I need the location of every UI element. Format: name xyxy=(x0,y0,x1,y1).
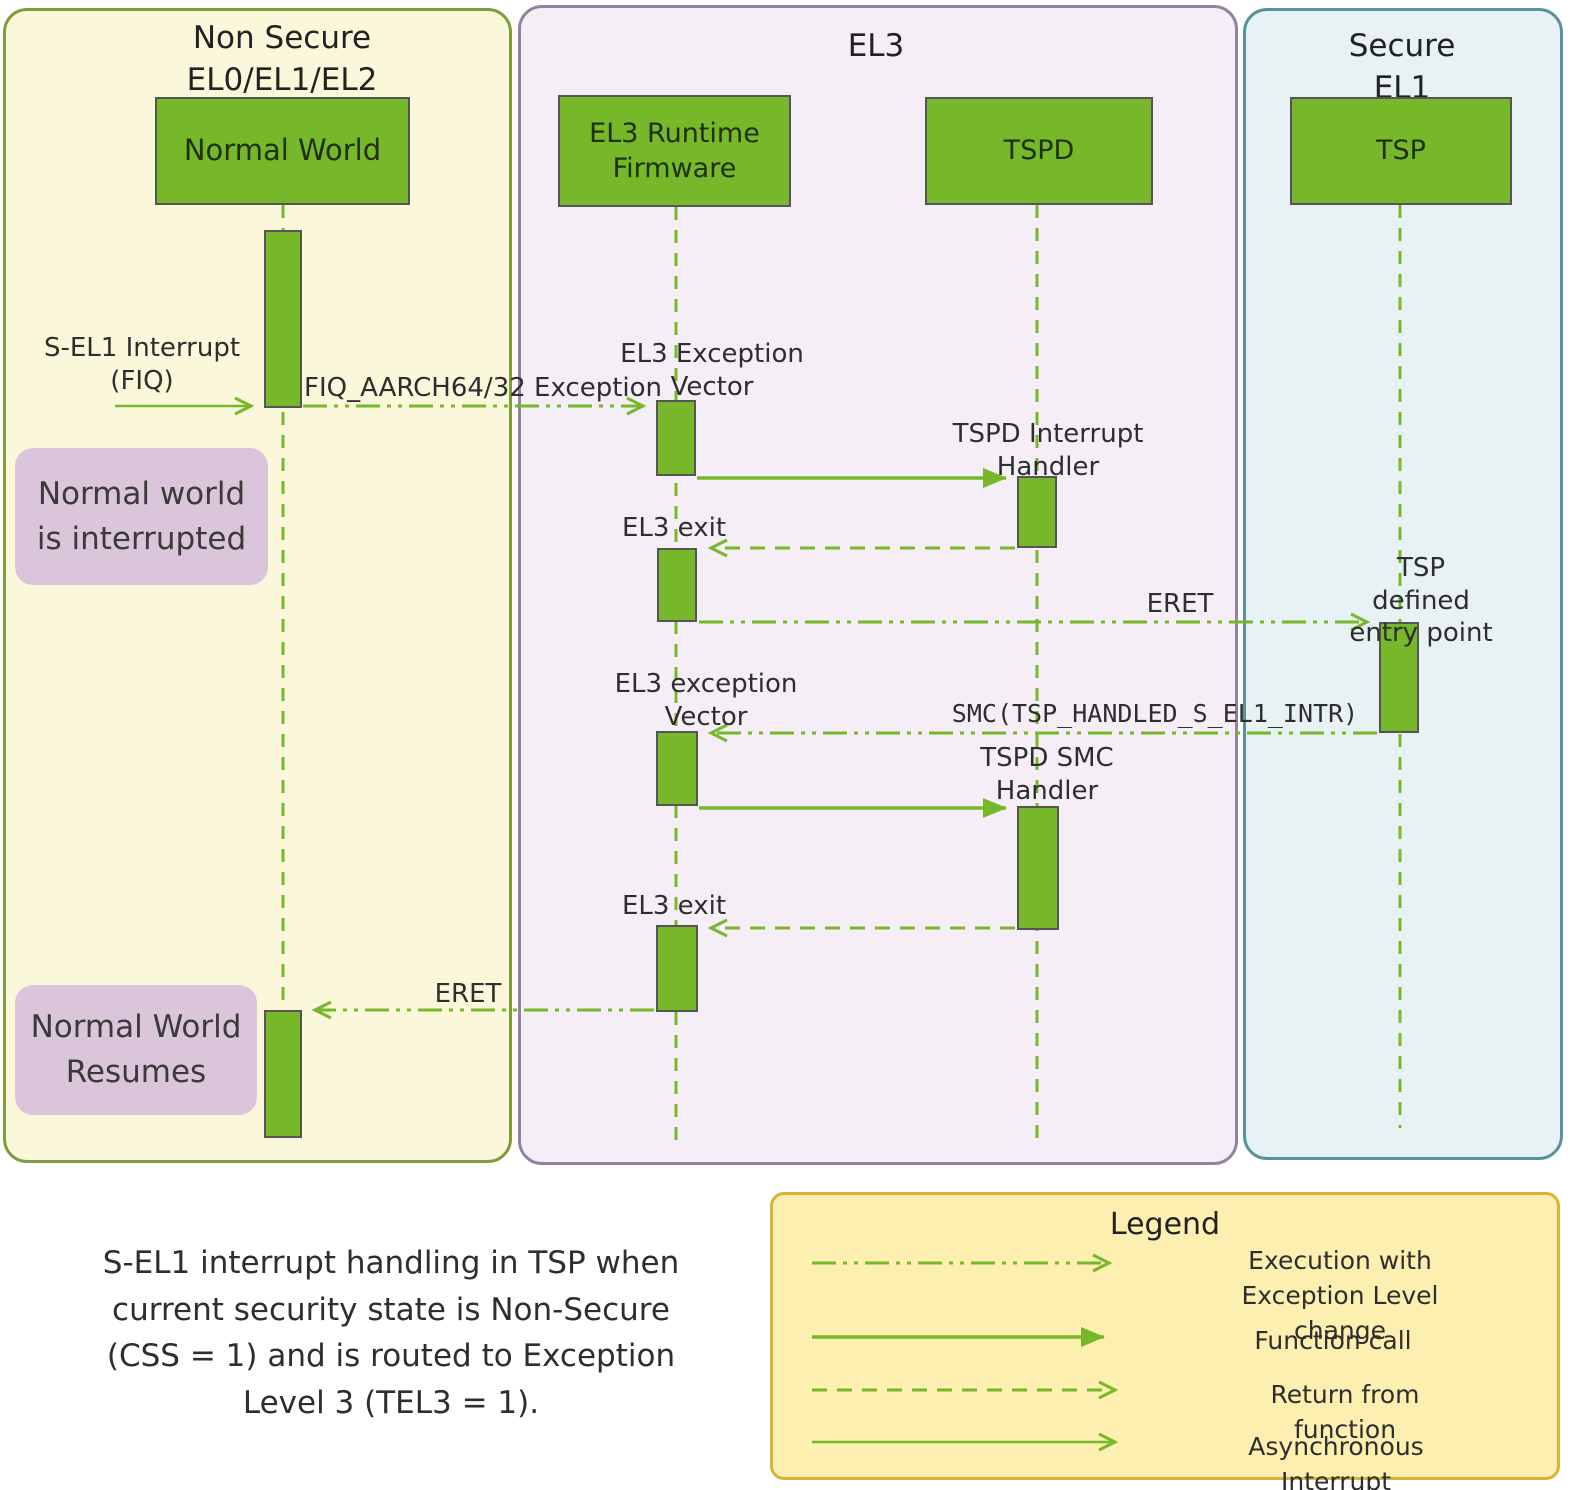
note-normal-world-interrupted: Normal world is interrupted xyxy=(15,448,268,585)
activation-tspd-interrupt-handler xyxy=(1017,476,1057,548)
diagram-caption: S-EL1 interrupt handling in TSP when cur… xyxy=(102,1245,680,1421)
actor-tspd: TSPD xyxy=(925,97,1153,205)
label-el3-exit-1: EL3 exit xyxy=(621,513,727,543)
activation-tspd-smc-handler xyxy=(1017,806,1059,930)
legend: Legend Execution with Exception Level ch… xyxy=(770,1192,1560,1490)
activation-normal-world-resume xyxy=(264,1010,302,1138)
lane-title-el3: EL3 xyxy=(847,28,905,64)
label-fiq-exception: FIQ_AARCH64/32 Exception xyxy=(303,373,663,403)
actor-tsp: TSP xyxy=(1290,97,1512,205)
label-tsp-defined-entry-point: TSP defined entry point xyxy=(1349,553,1493,648)
lane-title-secure-el1: Secure EL1 xyxy=(1348,28,1456,106)
legend-title: Legend xyxy=(1109,1207,1221,1242)
activation-el3-exit-1 xyxy=(657,548,697,622)
label-el3-exception-vector-1: EL3 Exception Vector xyxy=(620,339,804,402)
note-normal-world-resumes: Normal World Resumes xyxy=(15,985,257,1115)
lane-title-non-secure: Non Secure EL0/EL1/EL2 xyxy=(186,20,378,98)
label-el3-exit-2: EL3 exit xyxy=(621,891,727,921)
legend-label-asynchronous-interrupt: Asynchronous Interrupt xyxy=(1248,1432,1424,1490)
label-sel1-interrupt: S-EL1 Interrupt (FIQ) xyxy=(43,333,241,396)
label-el3-exception-vector-2: EL3 exception Vector xyxy=(614,669,798,732)
label-smc-call: SMC(TSP_HANDLED_S_EL1_INTR) xyxy=(951,699,1359,728)
actor-el3-runtime-firmware: EL3 Runtime Firmware xyxy=(558,95,791,207)
label-tspd-interrupt-handler: TSPD Interrupt Handler xyxy=(952,419,1144,482)
label-tspd-smc-handler: TSPD SMC Handler xyxy=(980,743,1114,806)
activation-el3-exception-vector-2 xyxy=(656,731,698,806)
legend-label-function-call: Function call xyxy=(1254,1326,1412,1355)
actor-normal-world: Normal World xyxy=(155,97,410,205)
label-eret-1: ERET xyxy=(1146,589,1214,619)
activation-normal-world xyxy=(264,230,302,408)
activation-el3-exception-vector-1 xyxy=(656,400,696,476)
legend-label-return-from-function: Return from function xyxy=(1270,1380,1420,1444)
activation-el3-exit-2 xyxy=(656,925,698,1012)
label-eret-2: ERET xyxy=(434,979,502,1009)
legend-label-exception-level-change: Execution with Exception Level change xyxy=(1241,1246,1439,1345)
